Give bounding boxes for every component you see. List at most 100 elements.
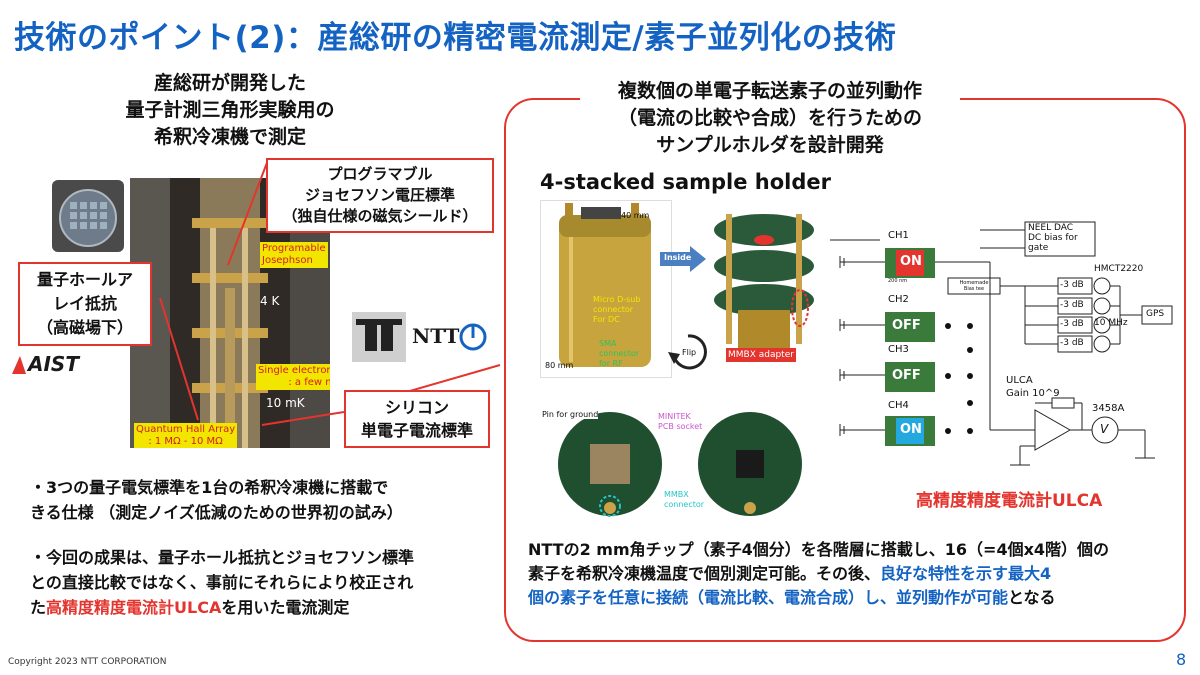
label-sma: SMA connector for RF — [599, 339, 640, 368]
callout-silicon-line: 単電子電流標準 — [360, 421, 473, 440]
circuit-schematic — [830, 221, 1173, 466]
bullet-2-line: との直接比較ではなく、事前にそれらにより校正され — [30, 573, 414, 592]
page-number: 8 — [1176, 650, 1187, 669]
right-heading-line: サンプルホルダを設計開発 — [656, 134, 884, 156]
label-neel: NEEL DAC DC bias for gate — [1028, 223, 1078, 253]
bullet-2-post: を用いた電流測定 — [221, 598, 350, 617]
bullet-1-line: きる仕様 （測定ノイズ低減のための世界初の試み） — [30, 503, 403, 522]
callout-silicon-line: シリコン — [384, 398, 449, 417]
bullet-2-highlight: 高精度精度電流計ULCA — [46, 598, 222, 617]
label-inside: Inside — [664, 253, 692, 262]
callout-qhar-line: レイ抵抗 — [52, 294, 117, 313]
label-gain: Gain 10^9 — [1006, 388, 1060, 399]
aist-logo: AIST — [10, 352, 100, 378]
aist-mark-icon — [12, 356, 26, 374]
cryostat-photo: Programable Josephson 4 K Single electro… — [130, 178, 330, 448]
holder-exterior-illustration — [559, 203, 651, 367]
label-80mm: 80 mm — [545, 361, 574, 370]
circuit-diagram: CH1 CH2 CH3 CH4 ON OFF OFF ON NEEL DAC D… — [830, 220, 1175, 475]
callout-silicon: シリコン 単電子電流標準 — [344, 390, 490, 448]
flip-arrow: Flip — [668, 332, 708, 376]
pcb-illustration — [558, 412, 802, 517]
right-paragraph-highlight: 良好な特性を示す最大4 — [880, 564, 1052, 583]
label-10mhz: 10 MHz — [1094, 318, 1128, 328]
wafer-icon — [59, 189, 117, 247]
label-att-3: -3 dB — [1060, 319, 1084, 329]
label-ch4: CH4 — [888, 400, 909, 411]
callout-josephson-line: （独自仕様の磁気シールド） — [282, 207, 478, 225]
state-ch2: OFF — [892, 318, 921, 333]
inside-arrow: Inside — [660, 246, 706, 272]
callout-qhar-line: （高磁場下） — [36, 318, 133, 337]
callout-josephson: プログラマブル ジョセフソン電圧標準 （独自仕様の磁気シールド） — [266, 158, 494, 233]
label-10mk: 10 mK — [266, 396, 305, 410]
label-scale: 200 nm — [888, 278, 908, 284]
copyright: Copyright 2023 NTT CORPORATION — [8, 657, 167, 667]
holder-photo-exterior: 40 mm 80 mm Micro D-sub connector For DC… — [540, 200, 672, 378]
right-paragraph-line: NTTの2 mm角チップ（素子4個分）を各階層に搭載し、16（=4個x4階）個の — [528, 540, 1110, 559]
right-paragraph-pre: 素子を希釈冷凍機温度で個別測定可能。その後、 — [528, 564, 881, 583]
label-mmbx-connector: MMBX connector — [664, 490, 705, 509]
callout-josephson-line: ジョセフソン電圧標準 — [304, 186, 455, 204]
label-pin-ground: Pin for ground — [542, 410, 599, 419]
callout-qhar: 量子ホールア レイ抵抗 （高磁場下） — [18, 262, 152, 346]
label-4k: 4 K — [260, 294, 280, 308]
bullet-2: ・今回の成果は、量子ホール抵抗とジョセフソン標準 との直接比較ではなく、事前にそ… — [30, 545, 500, 620]
label-single-electron: Single electron device : a few nA — [256, 364, 330, 390]
state-ch4: ON — [900, 422, 922, 437]
label-programable: Programable Josephson — [260, 242, 328, 268]
holder-subheading: 4-stacked sample holder — [540, 170, 832, 194]
chip-sem-icon — [352, 312, 406, 362]
label-micro-dsub: Micro D-sub connector For DC — [593, 295, 641, 324]
label-ch2: CH2 — [888, 294, 909, 305]
ulca-caption: 高精度精度電流計ULCA — [916, 491, 1103, 511]
bullet-2-line: た高精度精度電流計ULCAを用いた電流測定 — [30, 595, 500, 620]
bullet-2-pre: た — [30, 598, 47, 617]
label-att-4: -3 dB — [1060, 338, 1084, 348]
label-mmbx-adapter: MMBX adapter — [726, 348, 796, 362]
inside-arrow-icon — [660, 246, 706, 272]
label-ch3: CH3 — [888, 344, 909, 355]
label-ulca: ULCA — [1006, 375, 1033, 386]
ntt-logo-icon — [459, 323, 487, 351]
pcb-photos: Pin for ground MINITEK PCB socket MMBX c… — [540, 408, 810, 518]
label-40mm: 40 mm — [621, 211, 650, 220]
left-heading-line: 量子計測三角形実験用の — [125, 99, 335, 121]
label-qha: Quantum Hall Array : 1 MΩ - 10 MΩ — [134, 423, 238, 448]
callout-josephson-line: プログラマブル — [327, 165, 433, 183]
state-ch1: ON — [900, 254, 922, 269]
label-3458a: 3458A — [1092, 403, 1125, 414]
holder-photo-stack: MMBX adapter — [708, 200, 820, 376]
flip-arrow-icon — [668, 334, 707, 370]
chip-sem-image — [352, 312, 406, 362]
left-heading: 産総研が開発した 量子計測三角形実験用の 希釈冷凍機で測定 — [90, 70, 370, 151]
label-flip: Flip — [682, 348, 697, 357]
label-voltmeter: V — [1100, 422, 1109, 436]
aist-logo-text: AIST — [28, 352, 79, 376]
right-heading: 複数個の単電子転送素子の並列動作 （電流の比較や合成）を行うための サンプルホル… — [580, 78, 960, 159]
slide-title: 技術のポイント(2)：産総研の精密電流測定/素子並列化の技術 — [14, 20, 897, 56]
left-heading-line: 産総研が開発した — [153, 72, 306, 94]
bullet-1-line: ・3つの量子電気標準を1台の希釈冷凍機に搭載で — [30, 478, 389, 497]
right-paragraph-highlight: 個の素子を任意に接続（電流比較、電流合成）し、並列動作が可能 — [528, 588, 1009, 607]
label-bias-tee: Homemade Bias tee — [959, 280, 989, 292]
label-gps: GPS — [1146, 309, 1165, 319]
right-paragraph-post: となる — [1008, 588, 1056, 607]
right-paragraph-line: 個の素子を任意に接続（電流比較、電流合成）し、並列動作が可能となる — [528, 586, 1168, 610]
left-heading-line: 希釈冷凍機で測定 — [153, 126, 306, 148]
label-hmct: HMCT2220 — [1094, 264, 1144, 274]
callout-qhar-line: 量子ホールア — [36, 270, 133, 289]
wafer-image — [52, 180, 124, 252]
ntt-logo-text: NTT — [412, 324, 460, 348]
right-heading-line: （電流の比較や合成）を行うための — [617, 107, 922, 129]
label-att-2: -3 dB — [1060, 300, 1084, 310]
state-ch3: OFF — [892, 368, 921, 383]
right-heading-line: 複数個の単電子転送素子の並列動作 — [617, 80, 922, 102]
bullet-2-line: ・今回の成果は、量子ホール抵抗とジョセフソン標準 — [30, 548, 415, 567]
right-paragraph: NTTの2 mm角チップ（素子4個分）を各階層に搭載し、16（=4個x4階）個の… — [528, 538, 1168, 610]
label-minitek: MINITEK PCB socket — [658, 412, 703, 431]
bullet-1: ・3つの量子電気標準を1台の希釈冷凍機に搭載で きる仕様 （測定ノイズ低減のため… — [30, 475, 500, 525]
label-programable-text: Programable Josephson — [262, 243, 326, 266]
label-att-1: -3 dB — [1060, 280, 1084, 290]
label-qha-text: Quantum Hall Array : 1 MΩ - 10 MΩ — [136, 424, 236, 447]
